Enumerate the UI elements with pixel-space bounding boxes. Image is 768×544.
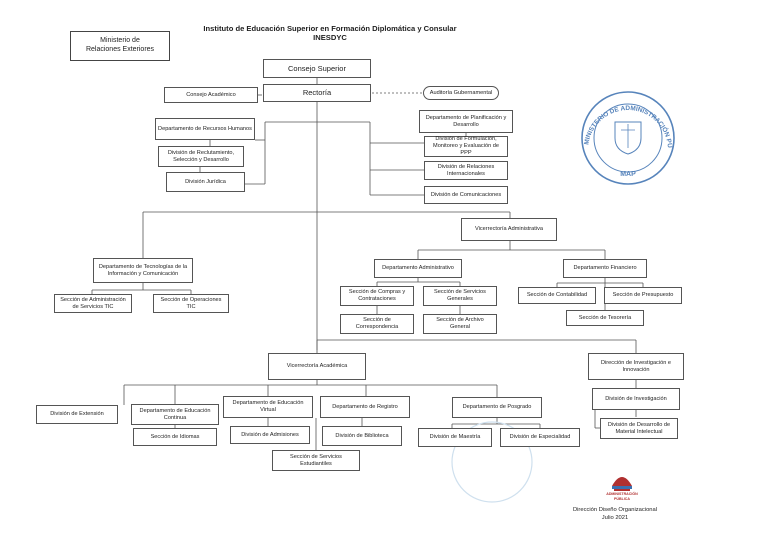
node-dep-tic: Departamento de Tecnologías de la Inform… bbox=[93, 258, 193, 283]
node-sec-servicios-estudiantiles: Sección de Servicios Estudiantiles bbox=[272, 450, 360, 471]
node-vice-academica: Vicerrectoría Académica bbox=[268, 353, 366, 380]
node-div-investigacion: División de Investigación bbox=[592, 388, 680, 410]
node-sec-compras: Sección de Compras y Contrataciones bbox=[340, 286, 414, 306]
node-dir-investigacion: Dirección de Investigación e Innovación bbox=[588, 353, 684, 380]
node-div-extension: División de Extensión bbox=[36, 405, 118, 424]
node-div-material-intelectual: División de Desarrollo de Material Intel… bbox=[600, 418, 678, 439]
stamp-abbr: MAP bbox=[620, 171, 636, 178]
node-sec-idiomas: Sección de Idiomas bbox=[133, 428, 217, 446]
node-sec-correspondencia: Sección de Correspondencia bbox=[340, 314, 414, 334]
node-dep-administrativo: Departamento Administrativo bbox=[374, 259, 462, 278]
node-dep-educacion-continua: Departamento de Educación Continua bbox=[131, 404, 219, 425]
footer-date: Julio 2021 bbox=[601, 515, 629, 521]
node-sec-tesoreria: Sección de Tesorería bbox=[566, 310, 644, 326]
ministry-box: Ministerio de Relaciones Exteriores bbox=[70, 31, 170, 61]
node-dep-posgrado: Departamento de Posgrado bbox=[452, 397, 542, 418]
node-dep-planificacion: Departamento de Planificación y Desarrol… bbox=[419, 110, 513, 133]
node-dep-financiero: Departamento Financiero bbox=[563, 259, 647, 278]
logo-line2: PÚBLICA bbox=[614, 497, 630, 501]
watermark-stamp bbox=[451, 421, 533, 503]
node-div-relaciones-int: División de Relaciones Internacionales bbox=[424, 161, 508, 180]
node-div-juridica: División Jurídica bbox=[166, 172, 245, 192]
node-div-formulacion: División de Formulación, Monitoreo y Eva… bbox=[424, 136, 508, 157]
node-sec-archivo: Sección de Archivo General bbox=[423, 314, 497, 334]
node-sec-admin-tic: Sección de Administración de Servicios T… bbox=[54, 294, 132, 313]
node-dep-recursos-humanos: Departamento de Recursos Humanos bbox=[155, 118, 255, 140]
node-sec-contabilidad: Sección de Contabilidad bbox=[518, 287, 596, 304]
chart-title: Instituto de Educación Superior en Forma… bbox=[203, 24, 457, 33]
node-sec-servicios-generales: Sección de Servicios Generales bbox=[423, 286, 497, 306]
node-consejo-academico: Consejo Académico bbox=[164, 87, 258, 103]
node-sec-operaciones-tic: Sección de Operaciones TIC bbox=[153, 294, 229, 313]
node-div-comunicaciones: División de Comunicaciones bbox=[424, 186, 508, 204]
logo-line1: ADMINISTRACIÓN bbox=[606, 492, 638, 496]
node-dep-registro: Departamento de Registro bbox=[320, 396, 410, 418]
node-vice-administrativa: Vicerrectoría Administrativa bbox=[461, 218, 557, 241]
node-dep-educacion-virtual: Departamento de Educación Virtual bbox=[223, 396, 313, 418]
administracion-publica-logo bbox=[612, 477, 632, 491]
node-div-biblioteca: División de Biblioteca bbox=[322, 426, 402, 446]
chart-subtitle: INESDYC bbox=[313, 33, 347, 42]
footer-department: Dirección Diseño Organizacional bbox=[572, 507, 658, 513]
node-rectoria: Rectoría bbox=[263, 84, 371, 102]
node-consejo-superior: Consejo Superior bbox=[263, 59, 371, 78]
node-div-especialidad: División de Especialidad bbox=[500, 428, 580, 447]
node-auditoria: Auditoría Gubernamental bbox=[423, 86, 499, 100]
node-div-reclutamiento: División de Reclutamiento, Selección y D… bbox=[158, 146, 244, 167]
node-sec-presupuesto: Sección de Presupuesto bbox=[604, 287, 682, 304]
node-div-admisiones: División de Admisiones bbox=[230, 426, 310, 444]
coat-of-arms-icon bbox=[614, 121, 642, 155]
node-div-maestria: División de Maestría bbox=[418, 428, 492, 447]
